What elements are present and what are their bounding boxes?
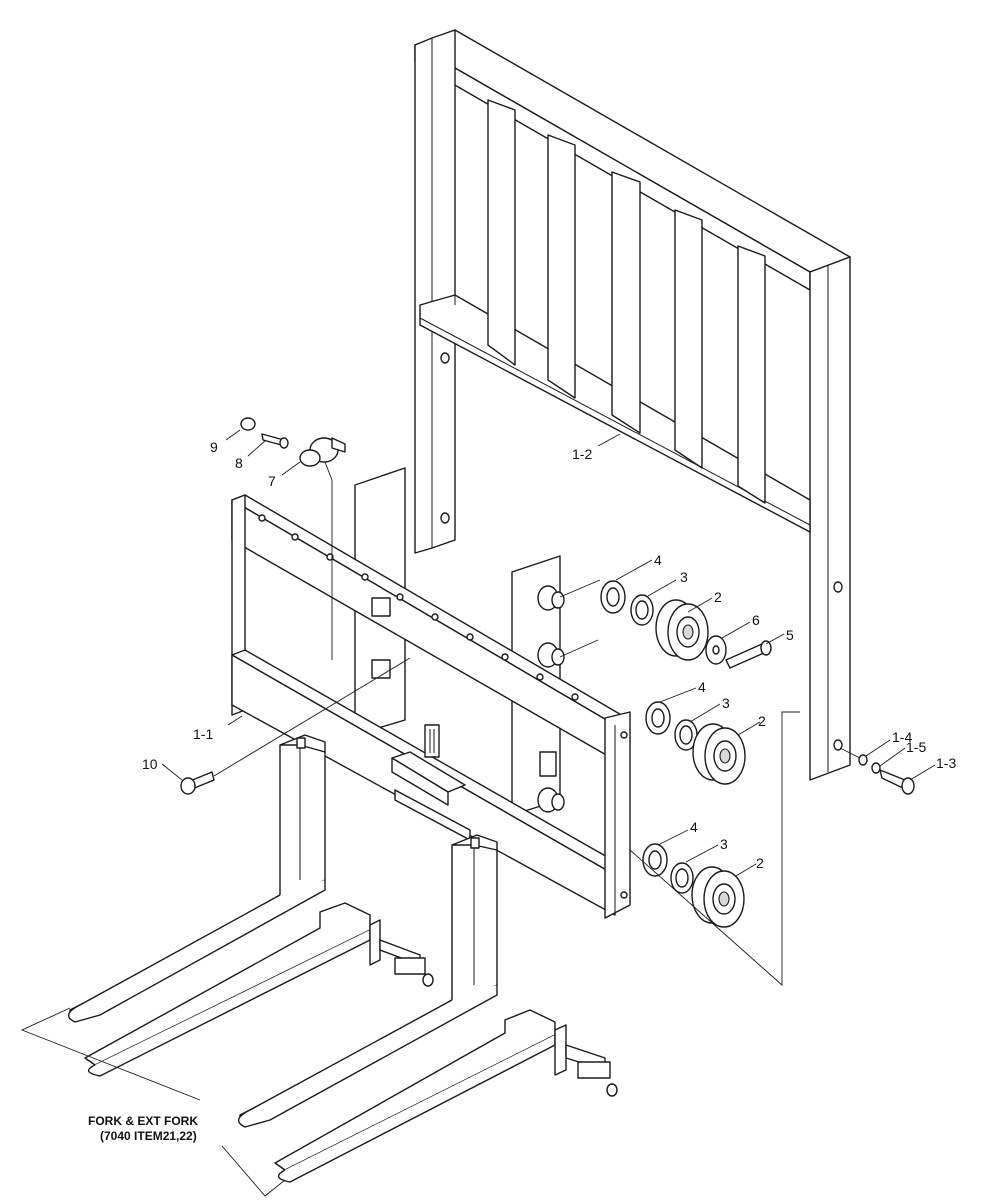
callout-4-upper: 4 xyxy=(654,552,662,568)
fork-carriage xyxy=(231,467,631,919)
callout-7: 7 xyxy=(268,473,276,489)
roller-studs xyxy=(537,585,565,813)
callout-1-3: 1-3 xyxy=(936,755,956,771)
callout-1-5: 1-5 xyxy=(906,739,926,755)
load-backrest xyxy=(414,29,851,781)
backrest-fasteners xyxy=(858,754,915,795)
fork-right xyxy=(237,834,498,1128)
note-line-2: (7040 ITEM21,22) xyxy=(100,1129,197,1143)
callout-2-lower: 2 xyxy=(756,855,764,871)
callout-1-4: 1-4 xyxy=(892,729,912,745)
fork-ext-left xyxy=(84,902,434,1077)
callout-5: 5 xyxy=(786,627,794,643)
note-line-1: FORK & EXT FORK xyxy=(88,1114,198,1128)
roller-set-middle xyxy=(645,701,746,785)
top-bar-notches xyxy=(258,514,579,701)
bolt-5 xyxy=(725,640,772,669)
callout-6: 6 xyxy=(752,612,760,628)
fork-left xyxy=(67,734,326,1023)
callout-3-lower: 3 xyxy=(720,836,728,852)
callout-labels: 9 8 7 1-2 1-1 10 4 3 2 6 5 4 3 2 4 3 2 1… xyxy=(142,439,956,871)
callout-2-upper: 2 xyxy=(714,589,722,605)
bolt-10 xyxy=(180,771,215,795)
callout-4-lower: 4 xyxy=(690,819,698,835)
callout-2-middle: 2 xyxy=(758,713,766,729)
callout-4-middle: 4 xyxy=(698,679,706,695)
roller-set-upper xyxy=(600,580,727,665)
fork-note: FORK & EXT FORK (7040 ITEM21,22) xyxy=(88,1114,198,1143)
fork-lock-parts xyxy=(240,417,346,467)
callout-10: 10 xyxy=(142,756,158,772)
callout-3-upper: 3 xyxy=(680,569,688,585)
callout-9: 9 xyxy=(210,439,218,455)
leader-lines xyxy=(20,429,936,1197)
roller-set-lower xyxy=(642,843,745,928)
callout-3-middle: 3 xyxy=(722,695,730,711)
callout-1-1: 1-1 xyxy=(193,726,213,742)
fork-ext-right xyxy=(274,1009,618,1183)
callout-8: 8 xyxy=(235,455,243,471)
callout-1-2: 1-2 xyxy=(572,446,592,462)
